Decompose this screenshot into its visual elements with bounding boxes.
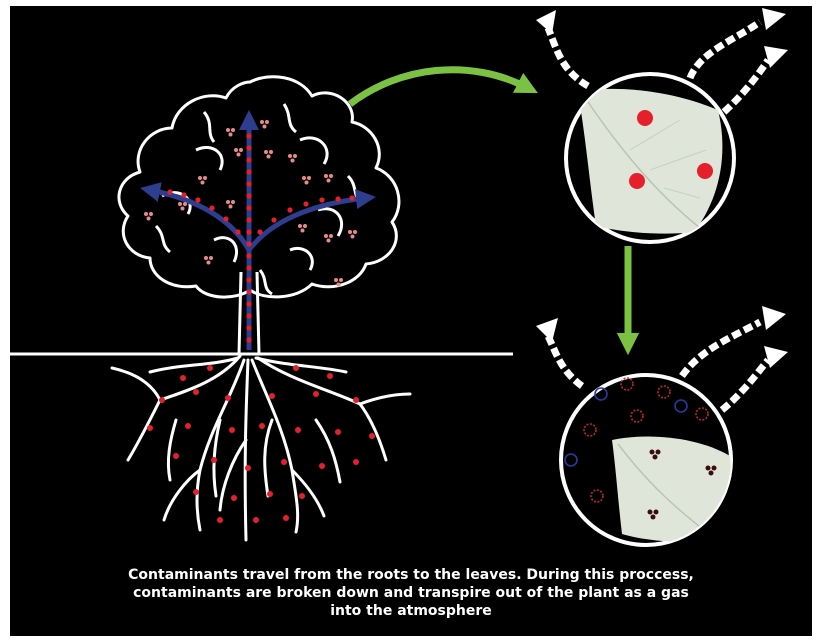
leaf-zoom-top <box>566 74 734 242</box>
arrow-head-icon <box>764 46 788 68</box>
arrow-head-icon <box>762 8 786 30</box>
contaminant-dot <box>629 173 645 189</box>
root-contaminants <box>147 365 375 523</box>
tree-roots <box>112 356 410 540</box>
tree-canopy <box>119 77 399 297</box>
leaf-icon <box>578 89 722 234</box>
caption-line-2: contaminants are broken down and transpi… <box>10 584 812 602</box>
arrow-head-icon <box>764 346 788 368</box>
leaf-zoom-bottom <box>561 375 731 545</box>
flow-arrow-to-leaf <box>350 70 528 104</box>
contaminant-dot <box>697 163 713 179</box>
caption-line-1: Contaminants travel from the roots to th… <box>10 566 812 584</box>
caption-line-3: into the atmosphere <box>10 602 812 620</box>
arrow-head-icon <box>762 306 786 330</box>
contaminant-dot <box>637 110 653 126</box>
diagram-caption: Contaminants travel from the roots to th… <box>10 566 812 620</box>
leaf-icon <box>612 437 731 542</box>
